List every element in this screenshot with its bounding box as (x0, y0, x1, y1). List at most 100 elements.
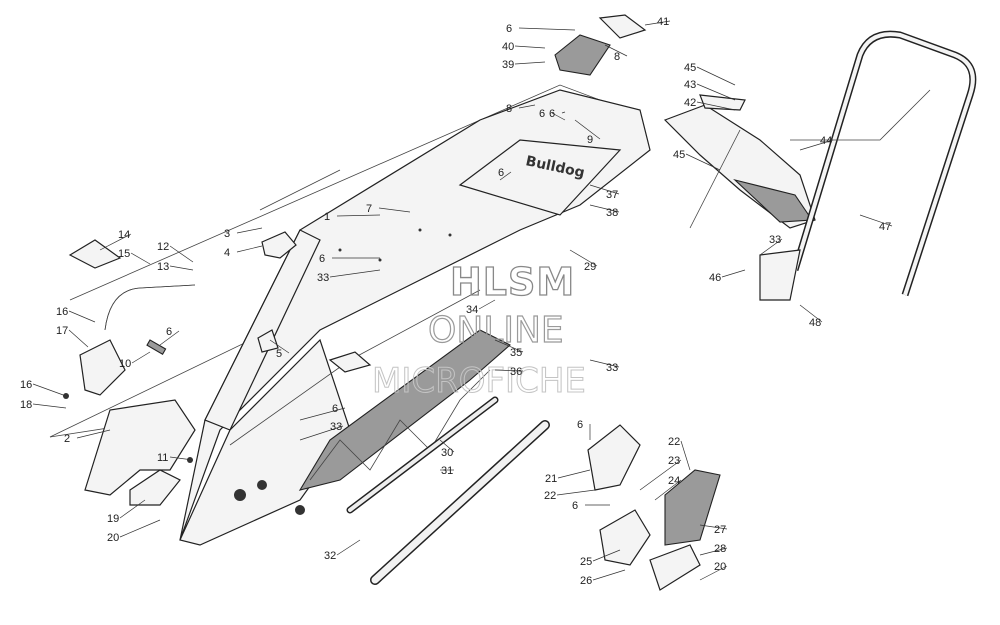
callout-leader-17 (68, 329, 89, 348)
callout-leader-48 (799, 304, 823, 323)
callout-30: 30 (441, 447, 453, 459)
callout-leader-44 (799, 139, 834, 151)
decal-panel (458, 139, 622, 216)
callout-40: 40 (502, 41, 514, 53)
callout-6b: 6 (539, 108, 545, 120)
callout-4: 4 (224, 247, 230, 259)
callout-46: 46 (709, 272, 721, 284)
rear-bumper-hoop (759, 30, 977, 301)
callout-leader-8a (604, 44, 628, 57)
callout-20b: 20 (714, 561, 726, 573)
callout-leader-38 (589, 204, 620, 213)
callout-leader-8b (518, 104, 536, 109)
callout-leader-11 (169, 456, 194, 461)
callout-27: 27 (714, 524, 726, 536)
callout-38: 38 (606, 207, 618, 219)
callout-leader-34 (478, 299, 496, 310)
callout-leader-13 (169, 265, 194, 271)
callout-leader-39 (514, 61, 546, 65)
callout-22b: 22 (544, 490, 556, 502)
callout-6g: 6 (577, 419, 583, 431)
callout-22a: 22 (668, 436, 680, 448)
callout-leader-6e (499, 171, 512, 181)
callout-leader-33c (589, 359, 620, 368)
callout-48: 48 (809, 317, 821, 329)
callout-leader-43 (696, 83, 736, 101)
callout-17: 17 (56, 325, 68, 337)
callout-37: 37 (606, 189, 618, 201)
callout-34: 34 (466, 304, 478, 316)
callout-leader-7 (378, 207, 411, 213)
callout-leader-16b (32, 383, 67, 397)
callout-leader-45a (696, 66, 736, 86)
callout-24: 24 (668, 475, 680, 487)
callout-leader-41 (644, 20, 671, 26)
callout-39: 39 (502, 59, 514, 71)
callout-leader-18 (32, 403, 67, 409)
callout-32: 32 (324, 550, 336, 562)
callout-leader-29 (569, 249, 598, 267)
watermark-line-2: ONLINE (428, 310, 564, 351)
callout-leader-27 (699, 524, 728, 530)
callout-45a: 45 (684, 62, 696, 74)
callout-leader-40 (514, 45, 546, 49)
callout-leader-20b (699, 565, 728, 581)
callout-20a: 20 (107, 532, 119, 544)
callout-leader-33a (329, 269, 381, 278)
callout-leader-1 (336, 214, 381, 217)
callout-47: 47 (879, 221, 891, 233)
callout-45b: 45 (673, 149, 685, 161)
callout-11: 11 (157, 452, 168, 464)
callout-leader-22b (556, 489, 596, 496)
callout-leader-36 (494, 369, 524, 372)
callout-12: 12 (157, 241, 169, 253)
callout-leader-42 (696, 101, 736, 111)
callout-6i: 6 (549, 108, 555, 120)
callout-8b: 8 (506, 103, 512, 115)
callout-leader-9 (574, 119, 601, 140)
callout-33a: 33 (317, 272, 329, 284)
callout-43: 43 (684, 79, 696, 91)
callout-leader-6a (518, 27, 576, 31)
watermark: HLSM ONLINE MICROFICHE (372, 259, 587, 401)
callout-leader-6b (551, 112, 566, 121)
callout-36: 36 (510, 366, 522, 378)
callout-6c: 6 (319, 253, 325, 265)
callout-leader-35 (494, 339, 524, 353)
callout-23: 23 (668, 455, 680, 467)
callout-leader-25 (592, 549, 621, 562)
callout-15: 15 (118, 248, 130, 260)
callout-leader-28 (699, 547, 728, 556)
callout-2: 2 (64, 433, 70, 445)
callout-13: 13 (157, 261, 169, 273)
callout-6e: 6 (498, 167, 504, 179)
callout-leader-14 (99, 233, 132, 251)
callout-leader-21 (557, 469, 591, 479)
front-bracket (84, 399, 196, 506)
callout-33c: 33 (606, 362, 618, 374)
callout-33d: 33 (769, 234, 781, 246)
callout-leader-47 (859, 214, 893, 227)
callout-leader-5 (269, 339, 290, 354)
running-board-truss (298, 329, 511, 491)
callout-7: 7 (366, 203, 372, 215)
callout-29: 29 (584, 261, 596, 273)
callout-leader-33b (299, 425, 344, 441)
watermark-line-1: HLSM (450, 260, 575, 304)
callout-25: 25 (580, 556, 592, 568)
callout-leader-15 (130, 252, 151, 265)
callout-21: 21 (545, 473, 557, 485)
callout-leader-30 (439, 439, 455, 453)
mount-brackets (257, 231, 372, 373)
callout-leader-22a (680, 440, 691, 471)
callout-6h: 6 (572, 500, 578, 512)
callout-leader-6i (561, 111, 566, 114)
callout-leader-6d (159, 330, 180, 346)
callout-35: 35 (510, 347, 522, 359)
callout-31: 31 (441, 465, 453, 477)
callout-leader-16a (68, 310, 96, 323)
callout-leader-20a (119, 519, 161, 538)
callout-6d: 6 (166, 326, 172, 338)
steering-parts (63, 239, 196, 399)
callout-leader-19 (119, 499, 146, 519)
